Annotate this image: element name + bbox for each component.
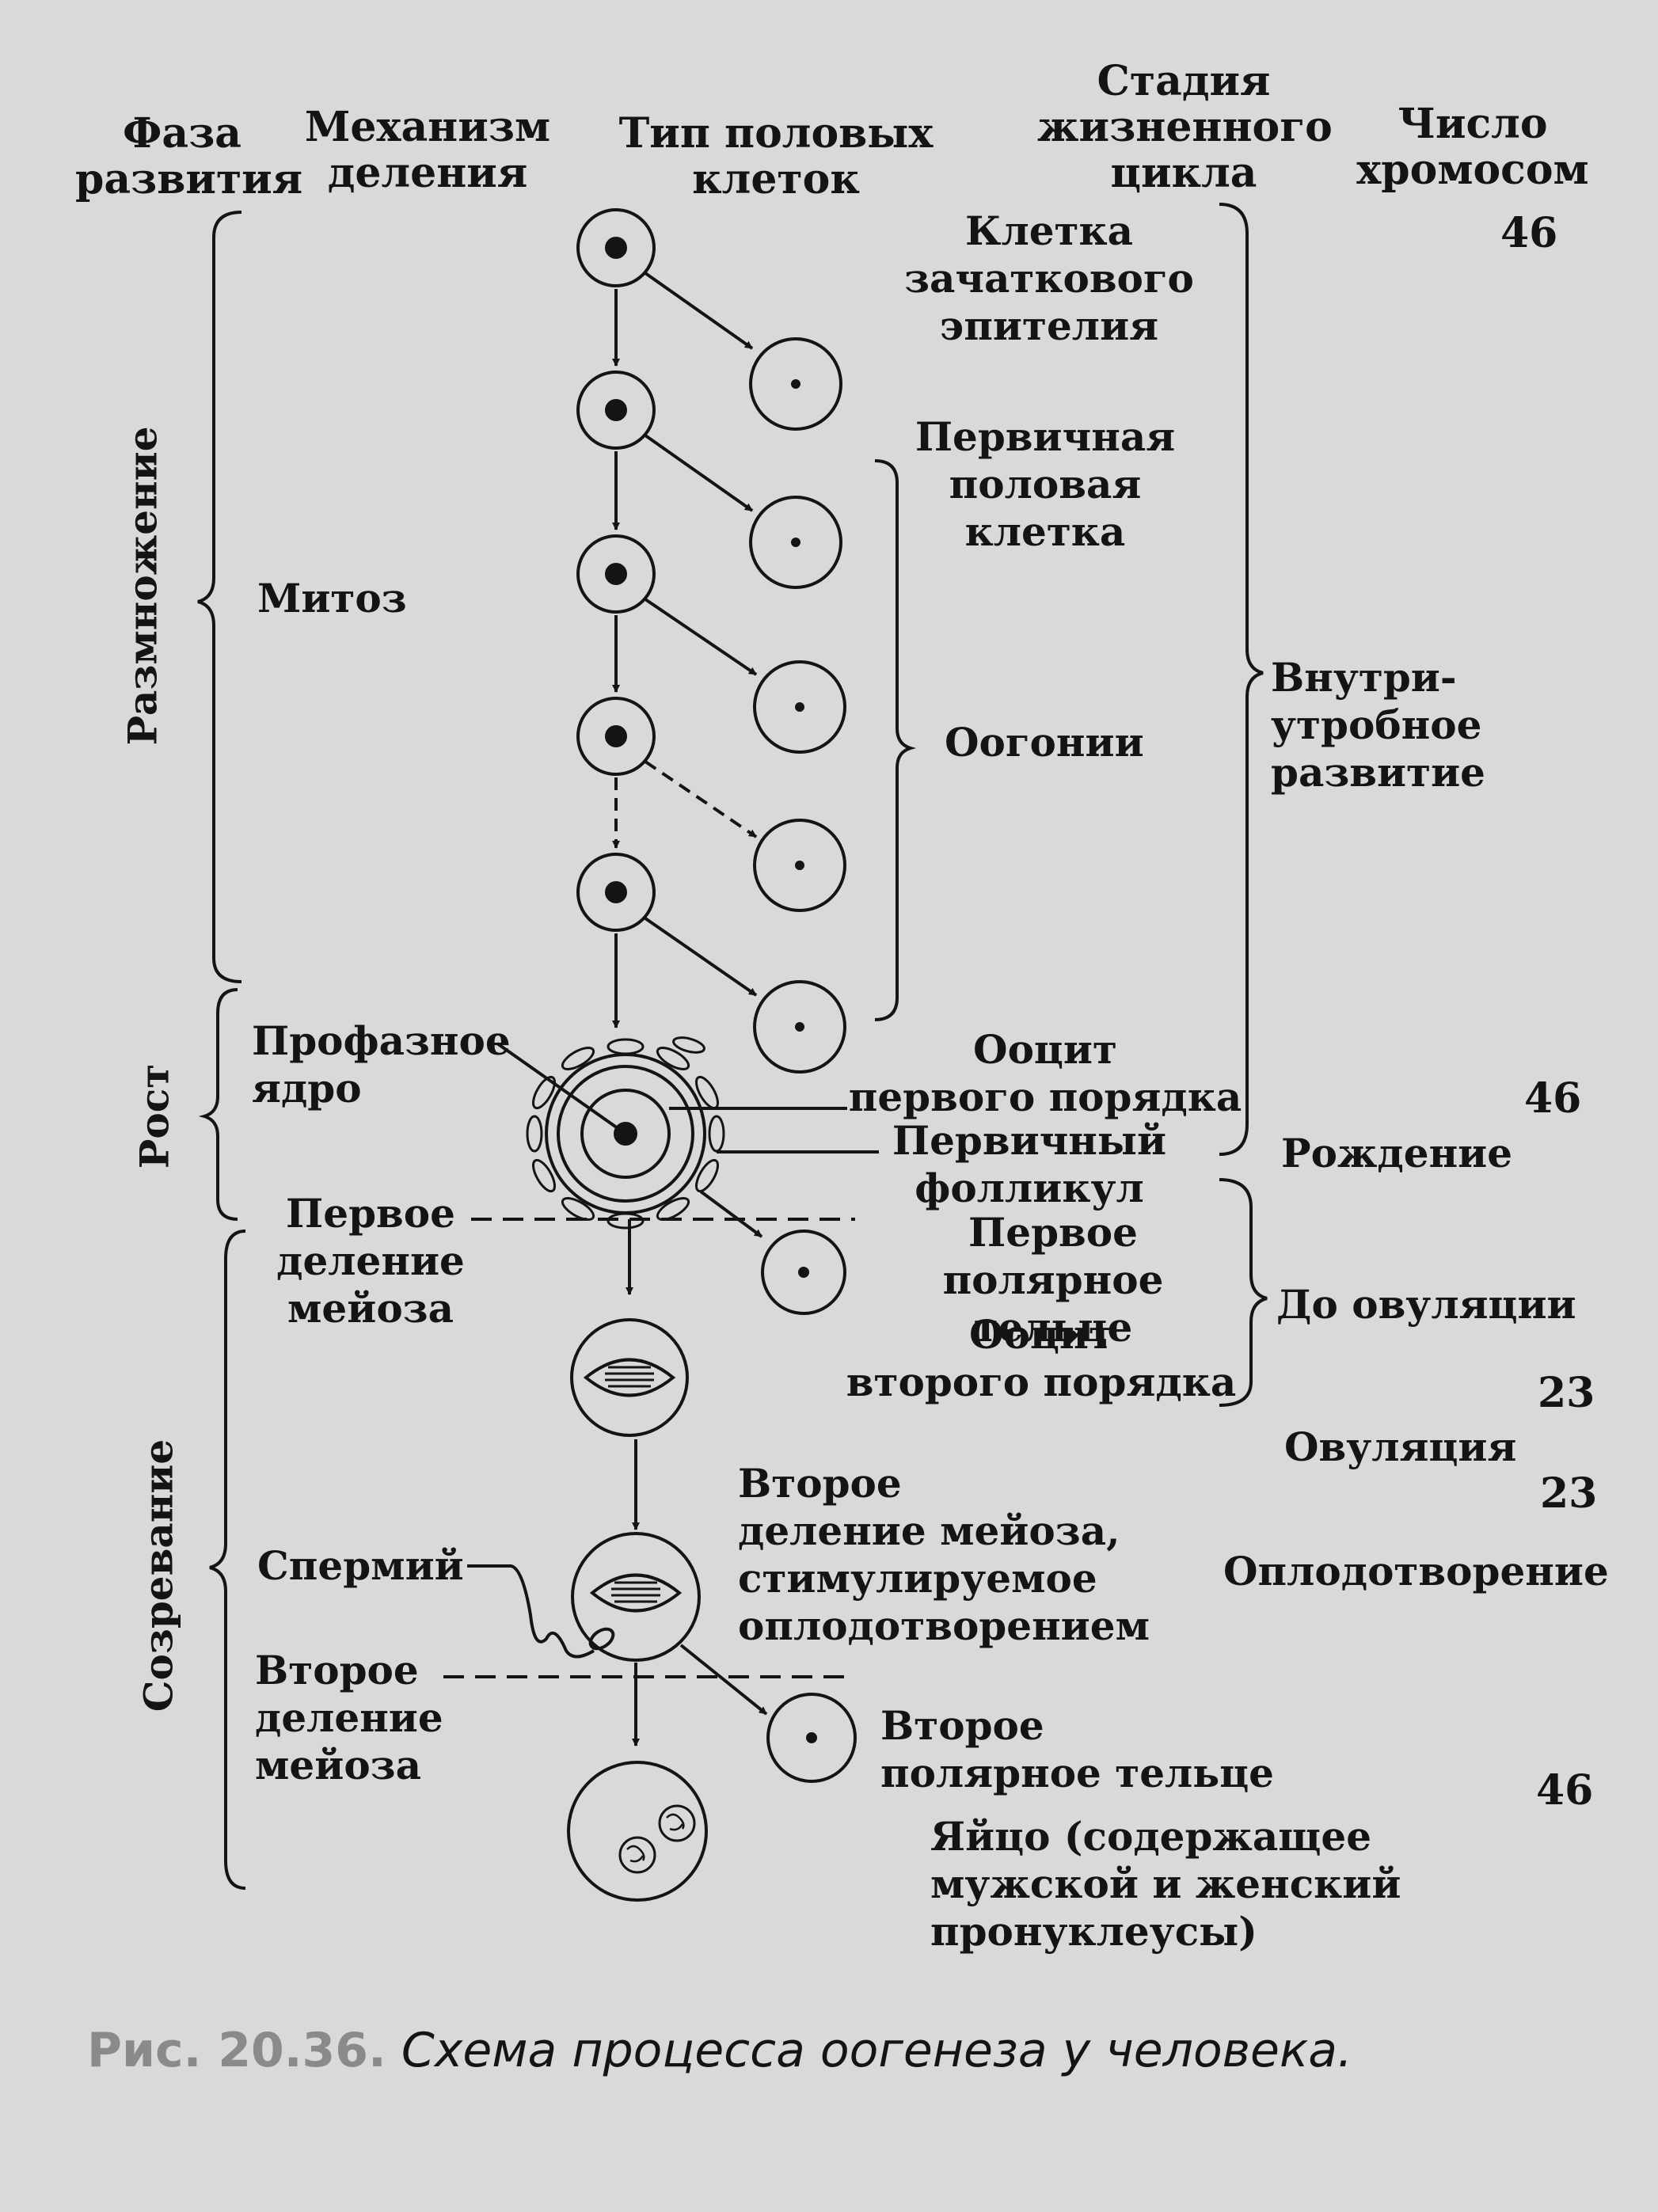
cell-side-2 [749, 496, 842, 589]
phase-growth: Рост [131, 1063, 178, 1169]
label-germinal-epithelium: Клетка зачаткового эпителия [904, 207, 1194, 349]
secondary-oocyte [570, 1318, 689, 1437]
label-second-meiosis-stimulated: Второе деление мейоза, стимулируемое опл… [738, 1460, 1150, 1649]
phase-multiplication: Размножение [119, 426, 166, 746]
second-polar-body [766, 1693, 857, 1783]
cell-primordial-germ [576, 371, 656, 450]
brace-growth [198, 988, 238, 1221]
label-prophase-nucleus: Профазное ядро [252, 1017, 511, 1112]
brace-intrauterine [1219, 203, 1264, 1156]
label-second-meiosis: Второе деление мейоза [255, 1647, 443, 1788]
cell-germinal-epithelium [576, 208, 656, 287]
label-primordial-germ-cell: Первичная половая клетка [915, 413, 1176, 555]
label-primary-follicle: Первичный фолликул [892, 1117, 1167, 1211]
sperm [467, 1564, 595, 1659]
label-first-meiosis: Первое деление мейоза [276, 1190, 465, 1332]
header-phase: Фаза развития [75, 109, 303, 203]
cell-side-1 [749, 337, 842, 431]
figure-caption: Рис. 20.36. Схема процесса оогенеза у че… [87, 2023, 1352, 2078]
male-pronucleus [658, 1804, 696, 1842]
label-egg: Яйцо (содержащее мужской и женский прону… [930, 1813, 1401, 1955]
chromosome-count: 23 [1540, 1469, 1598, 1518]
primary-oocyte [580, 1089, 671, 1179]
label-mitosis: Митоз [257, 575, 407, 621]
chromosome-count: 46 [1536, 1766, 1594, 1815]
cell-side-4 [753, 819, 846, 912]
label-oogonia: Оогонии [945, 719, 1144, 766]
caption-label: Рис. 20.36. [87, 2023, 386, 2078]
chromosome-count: 46 [1524, 1074, 1582, 1123]
label-secondary-oocyte: Ооцит второго порядка [846, 1311, 1237, 1405]
brace-multiplication [197, 211, 242, 983]
cell-oogonium-1 [576, 534, 656, 614]
stage-intrauterine: Внутри- утробное развитие [1271, 654, 1485, 796]
brace-maturation [209, 1230, 246, 1890]
cell-oogonium-3 [576, 853, 656, 932]
label-sperm: Спермий [257, 1542, 464, 1589]
cell-side-5 [753, 980, 846, 1074]
stage-ovulation: Овуляция [1284, 1423, 1517, 1470]
stage-birth: Рождение [1281, 1130, 1513, 1176]
fertilized-oocyte [571, 1532, 701, 1662]
header-mechanism: Механизм деления [304, 103, 551, 197]
stage-before-ovulation: До овуляции [1276, 1281, 1576, 1328]
brace-oogonia [874, 459, 917, 1021]
brace-before-ovulation [1219, 1178, 1268, 1407]
label-second-polar-body: Второе полярное тельце [880, 1702, 1274, 1796]
chromosome-count: 23 [1538, 1369, 1595, 1417]
first-polar-body [761, 1230, 846, 1315]
caption-text: Схема процесса оогенеза у человека. [401, 2023, 1353, 2078]
header-chromosomes: Число хромосом [1356, 100, 1589, 194]
header-cell-type: Тип половых клеток [618, 109, 934, 203]
label-first-polar-body: Первое полярное тельце [942, 1209, 1164, 1351]
cell-oogonium-2 [576, 697, 656, 776]
header-life-stage: Стадия жизненного цикла [1037, 57, 1333, 197]
chromosome-count: 46 [1500, 209, 1558, 257]
female-pronucleus [618, 1836, 656, 1874]
label-primary-oocyte: Ооцит первого порядка [848, 1026, 1242, 1120]
stage-fertilization: Оплодотворение [1223, 1548, 1609, 1594]
phase-maturation: Созревание [135, 1439, 182, 1712]
egg-cell [567, 1761, 708, 1902]
cell-side-3 [753, 660, 846, 754]
